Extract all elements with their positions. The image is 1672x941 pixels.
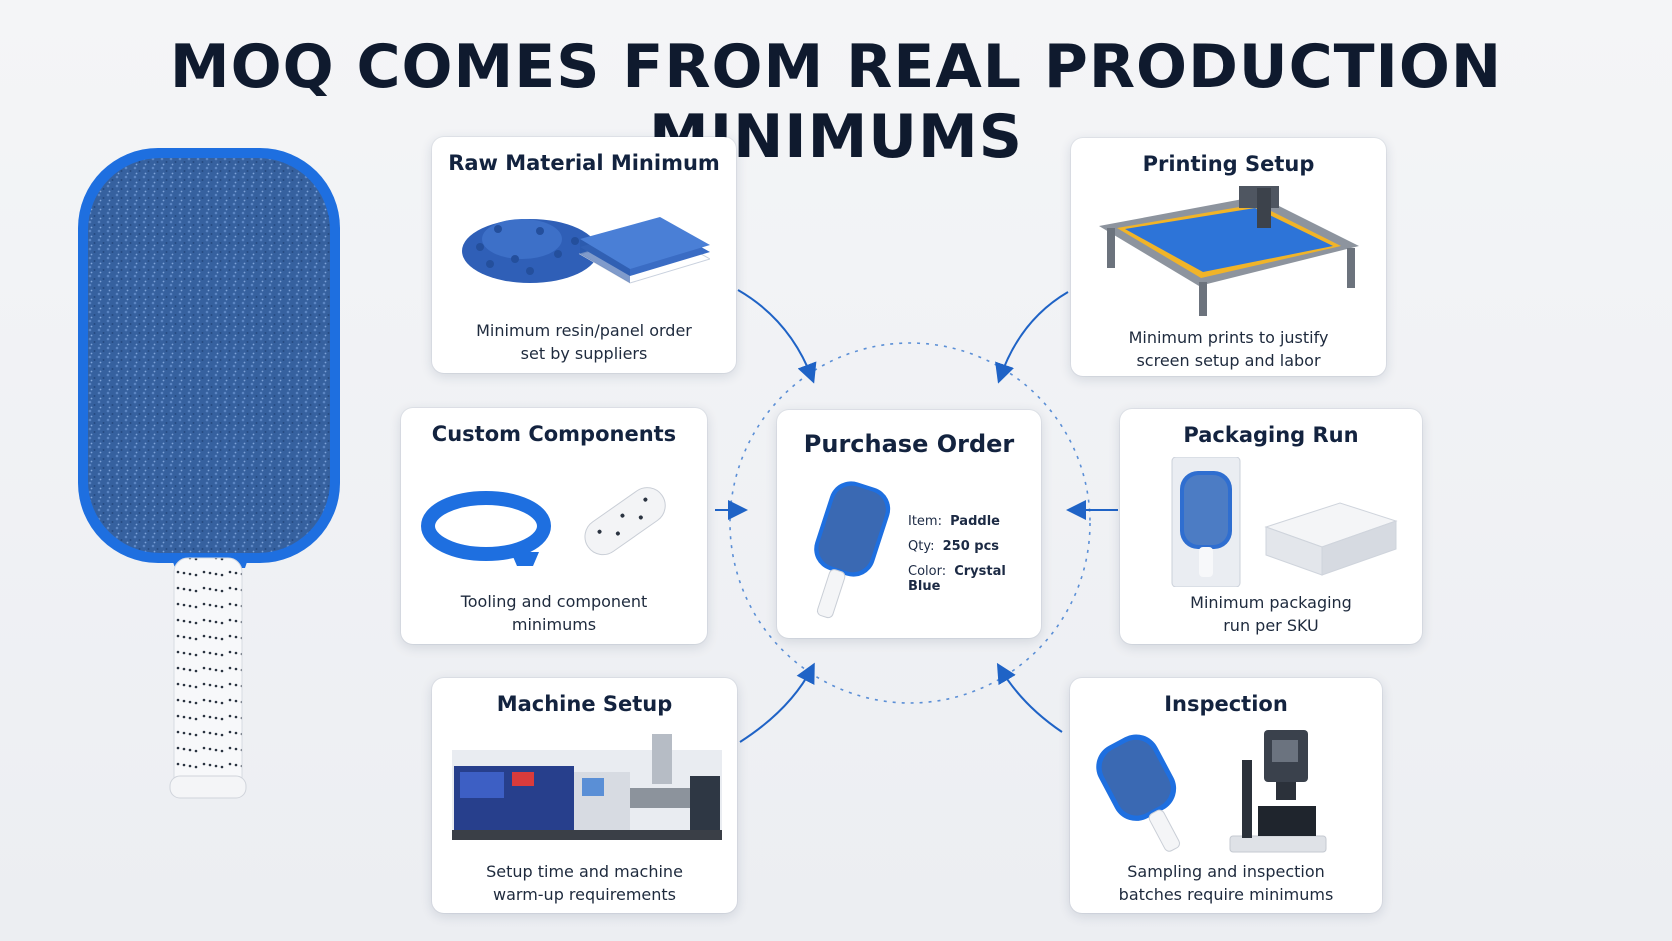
inspection-card: Inspection Sampling and inspection batch… [1070,678,1382,913]
raw-material-title: Raw Material Minimum [448,151,720,175]
custom-components-text: Tooling and component minimums [411,590,697,636]
machine-setup-card: Machine Setup Setup time and machine war… [432,678,737,913]
machine-setup-line1: Setup time and machine [486,862,683,881]
order-field-color: Color: Crystal Blue [908,564,1041,594]
order-field-color-value: Crystal Blue [908,564,1006,594]
screen-printer-image [1089,186,1369,316]
purchase-order-card: Purchase Order Item: Paddle Qty: 250 pcs… [777,410,1041,638]
custom-components-line1: Tooling and component [460,592,648,611]
packaging-run-card: Packaging Run Minimum packaging run per … [1120,409,1422,644]
order-field-item-value: Paddle [950,514,1000,529]
custom-components-card: Custom Components Tooling and component … [401,408,707,644]
machine-setup-text: Setup time and machine warm-up requireme… [442,860,727,906]
order-field-color-label: Color: [908,564,947,579]
paddle-illustration [70,148,350,808]
raw-material-text: Minimum resin/panel order set by supplie… [442,319,726,365]
inspection-line2: batches require minimums [1118,885,1334,904]
printing-setup-title: Printing Setup [1142,152,1315,176]
packaging-image [1170,457,1410,587]
packaging-run-text: Minimum packaging run per SKU [1130,591,1412,637]
paddle-thumbnail [801,478,891,628]
inspection-text: Sampling and inspection batches require … [1080,860,1372,906]
packaging-run-line1: Minimum packaging [1190,593,1352,612]
printing-setup-line2: screen setup and labor [1136,351,1321,370]
injection-machine-image [452,730,722,840]
raw-material-line1: Minimum resin/panel order [476,321,692,340]
order-field-item: Item: Paddle [908,514,1041,529]
inspection-title: Inspection [1164,692,1288,716]
order-field-item-label: Item: [908,514,942,529]
purchase-order-title: Purchase Order [803,430,1015,458]
order-field-qty: Qty: 250 pcs [908,539,1041,554]
order-fields: Item: Paddle Qty: 250 pcs Color: Crystal… [908,514,1041,594]
order-field-qty-label: Qty: [908,539,935,554]
printing-setup-card: Printing Setup Minimum prints to justify… [1071,138,1386,376]
inspection-line1: Sampling and inspection [1127,862,1325,881]
packaging-run-title: Packaging Run [1183,423,1359,447]
printing-setup-text: Minimum prints to justify screen setup a… [1081,326,1376,372]
page-title: MOQ COMES FROM REAL PRODUCTION MINIMUMS [169,32,1503,172]
packaging-run-line2: run per SKU [1223,616,1319,635]
custom-components-line2: minimums [511,615,597,634]
custom-components-title: Custom Components [431,422,677,446]
inspection-image [1094,726,1354,856]
raw-material-line2: set by suppliers [520,344,648,363]
raw-material-card: Raw Material Minimum Minimum resin/panel… [432,137,736,373]
machine-setup-title: Machine Setup [496,692,673,716]
order-field-qty-value: 250 pcs [942,539,1000,554]
printing-setup-line1: Minimum prints to justify [1128,328,1329,347]
edge-guard-and-core-image [421,474,691,574]
resin-pellets-image [460,199,710,299]
machine-setup-line2: warm-up requirements [493,885,676,904]
